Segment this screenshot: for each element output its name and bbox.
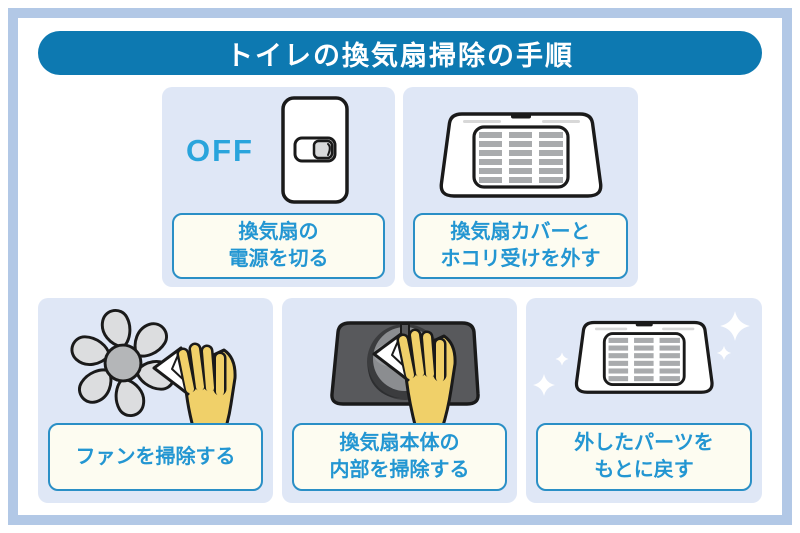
- step-label: 外したパーツを もとに戻す: [536, 423, 752, 491]
- step-panel-clean-fan-body: 換気扇本体の 内部を掃除する: [282, 298, 517, 503]
- page-title: トイレの換気扇掃除の手順: [38, 31, 762, 75]
- step-label-line: 内部を掃除する: [329, 459, 470, 481]
- step-label-line: もとに戻す: [594, 459, 694, 481]
- step-label-line: 電源を切る: [228, 248, 329, 270]
- fan-housing-icon: [330, 321, 480, 431]
- step-label: ファンを掃除する: [48, 423, 263, 491]
- hand-with-cloth-icon: [152, 342, 237, 440]
- step-label-line: 換気扇カバーと: [450, 221, 591, 243]
- vent-cover-clean-icon: [533, 311, 750, 396]
- light-switch-icon: [281, 96, 349, 204]
- step-label-line: 換気扇本体の: [339, 432, 460, 454]
- step-label: 換気扇カバーと ホコリ受けを外す: [413, 213, 628, 279]
- hand-with-cloth-icon: [372, 328, 457, 431]
- vent-cover-icon: [439, 112, 603, 198]
- step-panel-reassemble-parts: 外したパーツを もとに戻す: [526, 298, 762, 503]
- step-label: 換気扇の 電源を切る: [172, 213, 385, 279]
- off-label: OFF: [186, 133, 254, 168]
- step-label-line: ホコリ受けを外す: [440, 248, 601, 270]
- step-label-line: ファンを掃除する: [75, 445, 236, 468]
- step-panel-turn-off-power: OFF 換気扇の 電源を切る: [162, 87, 395, 287]
- step-panel-clean-fan: ファンを掃除する: [38, 298, 273, 503]
- sparkle-icon: [533, 311, 750, 396]
- page-title-text: トイレの換気扇掃除の手順: [226, 40, 574, 71]
- step-label: 換気扇本体の 内部を掃除する: [292, 423, 507, 491]
- step-label-line: 換気扇の: [238, 221, 319, 243]
- step-panel-remove-cover: 換気扇カバーと ホコリ受けを外す: [403, 87, 638, 287]
- step-label-line: 外したパーツを: [574, 432, 714, 454]
- fan-icon: [70, 309, 237, 440]
